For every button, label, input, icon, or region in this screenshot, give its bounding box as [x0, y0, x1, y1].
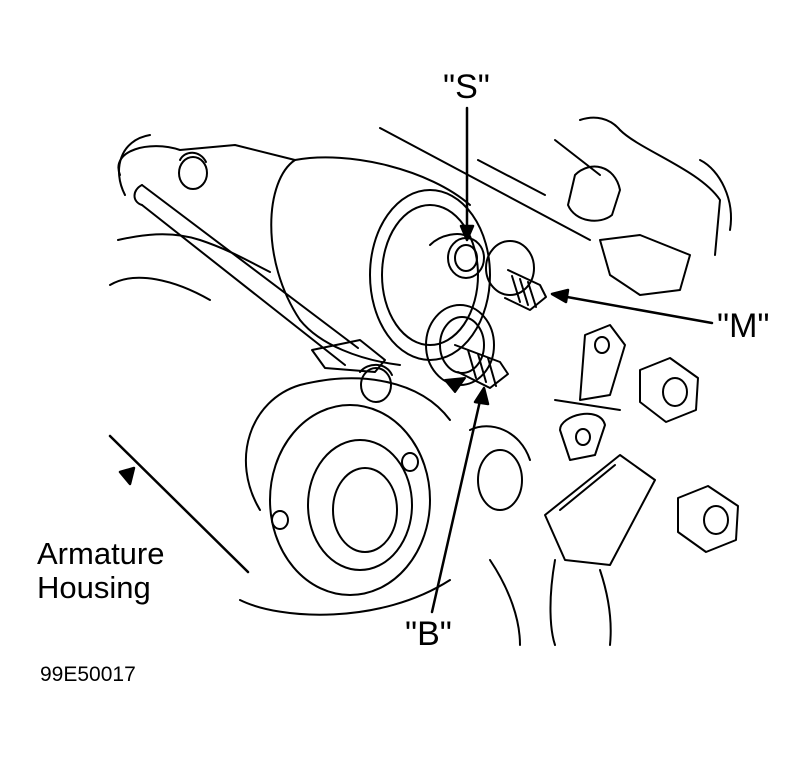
armature-housing-label-line2: Housing	[37, 570, 151, 605]
m-terminal-label: "M"	[717, 307, 770, 345]
callout-leaders	[108, 106, 714, 614]
bracket-bolts	[178, 151, 393, 403]
figure-id-label: 99E50017	[40, 663, 136, 686]
lower-housing	[469, 425, 531, 646]
cable-ring-terminals	[544, 324, 656, 646]
engine-block-outline	[109, 116, 621, 301]
mounting-rod	[133, 184, 386, 373]
upper-cable	[567, 129, 732, 296]
terminal-nuts	[639, 357, 739, 553]
armature-housing-label: Armature Housing	[37, 537, 164, 605]
armature-housing-label-line1: Armature	[37, 536, 165, 571]
b-terminal-label: "B"	[405, 615, 452, 653]
terminal-m	[485, 240, 547, 311]
terminal-b	[425, 304, 509, 393]
armature-housing-flange	[239, 377, 451, 616]
starter-motor-body	[270, 156, 491, 366]
s-terminal-label: "S"	[443, 68, 490, 106]
terminal-s	[429, 233, 485, 279]
